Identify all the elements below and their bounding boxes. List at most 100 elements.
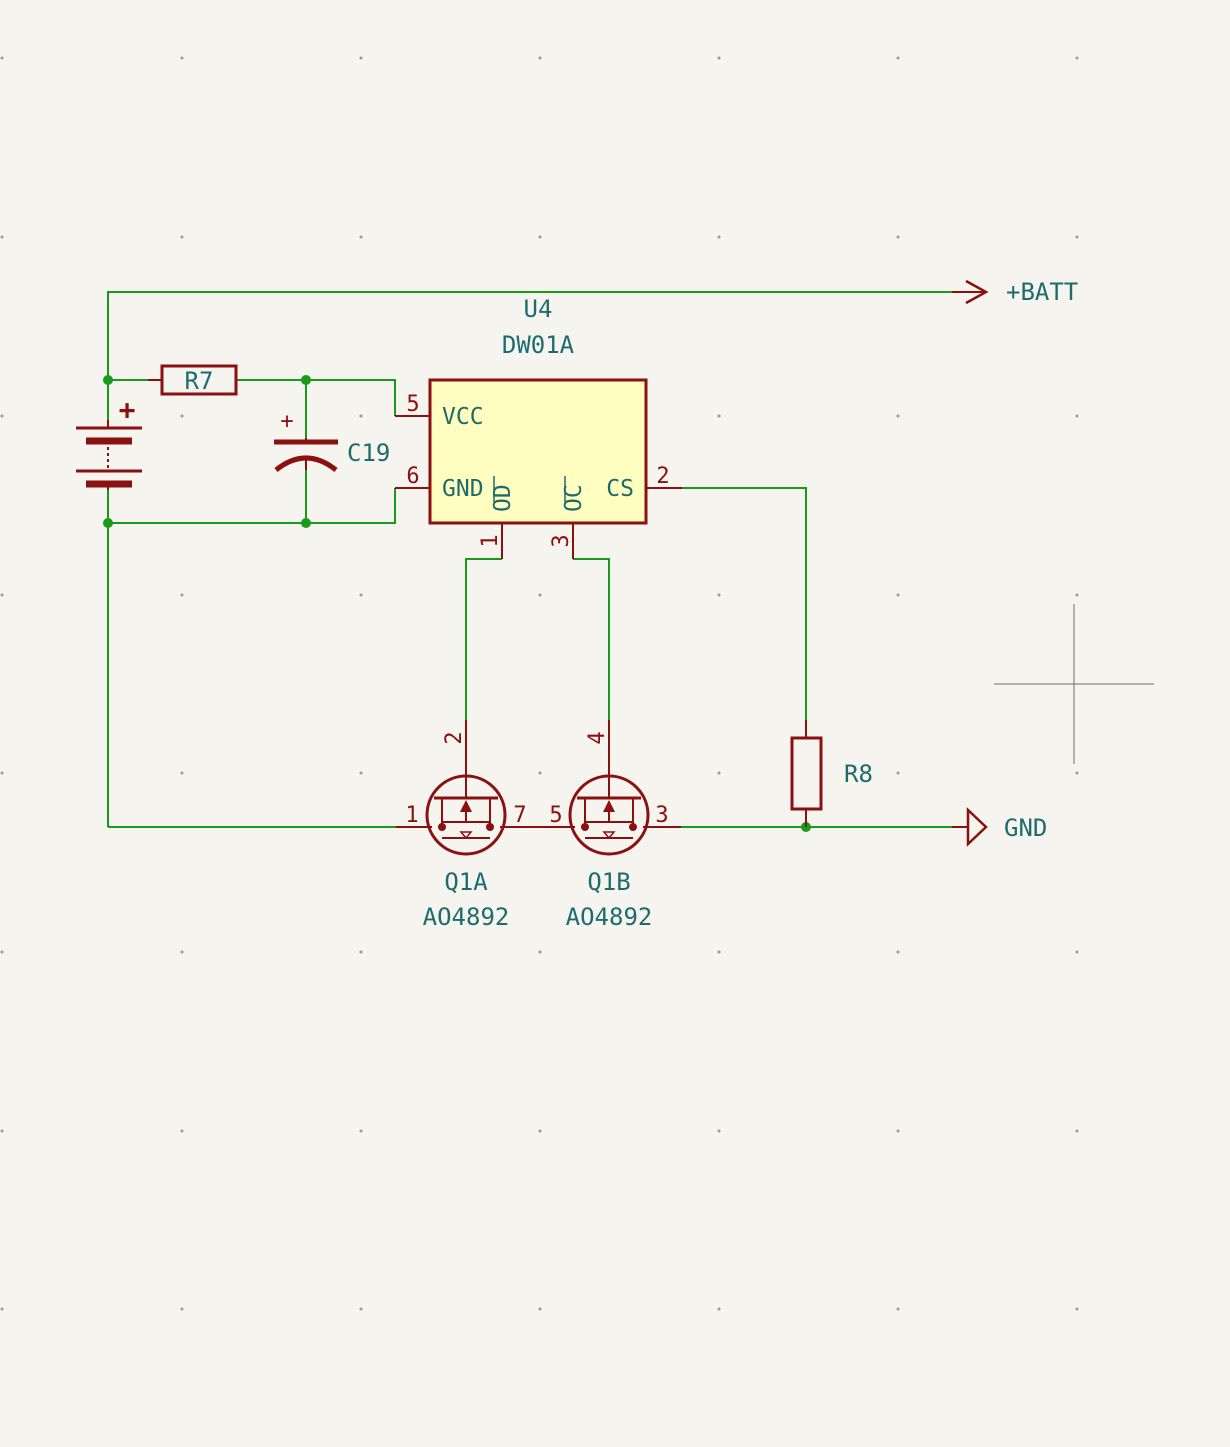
- grid-dot: [180, 235, 184, 239]
- u4-pin-5-number: 5: [406, 392, 419, 417]
- wire-oc-gate[interactable]: [573, 558, 610, 720]
- u4-pin-cs-name: CS: [606, 476, 634, 502]
- wire-r7-vcc[interactable]: [236, 379, 396, 416]
- grid-dot: [359, 950, 363, 954]
- grid-dot: [896, 1129, 900, 1133]
- mosfet-q1b[interactable]: 4 5 3 Q1B AO4892: [538, 720, 681, 931]
- u4-pin-6-number: 6: [406, 464, 419, 489]
- grid-dot: [359, 235, 363, 239]
- grid-dot: [0, 950, 4, 954]
- grid-dot: [0, 1129, 4, 1133]
- grid-dot: [0, 1307, 4, 1311]
- power-port-batt[interactable]: +BATT: [952, 278, 1078, 306]
- grid-dot: [717, 950, 721, 954]
- grid-dot: [538, 56, 542, 60]
- q1b-ref: Q1B: [587, 868, 630, 896]
- grid-dot: [0, 56, 4, 60]
- grid-dot: [359, 1129, 363, 1133]
- grid-dot: [896, 771, 900, 775]
- grid-dot: [359, 414, 363, 418]
- q1b-value: AO4892: [566, 903, 653, 931]
- resistor-r7[interactable]: R7: [148, 364, 238, 396]
- u4-ref: U4: [524, 295, 553, 323]
- grid-dot: [896, 56, 900, 60]
- battery-symbol[interactable]: +: [76, 393, 142, 490]
- grid-dots: [0, 56, 1079, 1311]
- wire-gnd-rail[interactable]: [108, 488, 396, 524]
- grid-dot: [0, 235, 4, 239]
- grid-dot: [180, 1129, 184, 1133]
- grid-dot: [359, 1307, 363, 1311]
- grid-dot: [180, 771, 184, 775]
- grid-dot: [717, 1129, 721, 1133]
- q1b-pin-left-number: 5: [549, 803, 562, 828]
- grid-dot: [0, 593, 4, 597]
- grid-dot: [717, 414, 721, 418]
- capacitor-c19[interactable]: + C19: [274, 409, 390, 472]
- q1a-value: AO4892: [423, 903, 510, 931]
- q1a-ref: Q1A: [444, 868, 488, 896]
- grid-dot: [896, 950, 900, 954]
- grid-dot: [538, 235, 542, 239]
- grid-dot: [359, 593, 363, 597]
- r7-label: R7: [185, 367, 214, 395]
- grid-dot: [359, 771, 363, 775]
- grid-dot: [1075, 235, 1079, 239]
- q1a-pin-left-number: 1: [405, 803, 418, 828]
- u4-pin-3-number: 3: [549, 534, 574, 547]
- q1b-pin-gate-number: 4: [585, 731, 610, 744]
- grid-dot: [717, 1307, 721, 1311]
- u4-value: DW01A: [502, 331, 575, 359]
- grid-dot: [180, 414, 184, 418]
- grid-dot: [538, 1129, 542, 1133]
- c19-plus-sign: +: [280, 409, 293, 434]
- u4-body[interactable]: [428, 378, 648, 525]
- ic-u4[interactable]: U4 DW01A 5 6 2 1 3 VCC GND CS OD OC: [395, 295, 682, 559]
- grid-dot: [538, 593, 542, 597]
- u4-pin-vcc-name: VCC: [442, 404, 484, 430]
- power-port-gnd[interactable]: GND: [952, 807, 1047, 847]
- grid-dot: [0, 771, 4, 775]
- q1b-pin-right-number: 3: [655, 803, 668, 828]
- grid-dot: [538, 950, 542, 954]
- grid-dot: [538, 771, 542, 775]
- crosshair-cursor: [994, 604, 1154, 764]
- grid-dot: [1075, 56, 1079, 60]
- grid-dot: [896, 593, 900, 597]
- battery-plus-sign: +: [119, 393, 136, 426]
- grid-dot: [1075, 950, 1079, 954]
- q1a-pin-right-number: 7: [513, 803, 526, 828]
- grid-dot: [180, 1307, 184, 1311]
- grid-dot: [180, 950, 184, 954]
- wire-od-gate[interactable]: [465, 558, 502, 720]
- mosfet-q1a[interactable]: 2 1 7 Q1A AO4892: [396, 720, 538, 931]
- grid-dot: [896, 414, 900, 418]
- u4-pin-1-number: 1: [478, 534, 503, 547]
- q1a-pin-gate-number: 2: [442, 731, 467, 744]
- grid-dot: [896, 235, 900, 239]
- grid-dot: [1075, 414, 1079, 418]
- wires[interactable]: [107, 291, 952, 828]
- grid-dot: [1075, 771, 1079, 775]
- grid-dot: [717, 56, 721, 60]
- grid-dot: [717, 771, 721, 775]
- gnd-port-icon: [966, 807, 988, 847]
- wire-cs-r8[interactable]: [682, 487, 807, 720]
- grid-dot: [1075, 1129, 1079, 1133]
- resistor-r8[interactable]: R8: [790, 720, 873, 827]
- grid-dot: [1075, 593, 1079, 597]
- grid-dot: [717, 235, 721, 239]
- u4-pin-gnd-name: GND: [442, 476, 484, 502]
- grid-dot: [717, 593, 721, 597]
- junctions: [103, 375, 811, 832]
- gnd-port-label: GND: [1004, 814, 1047, 842]
- u4-pin-2-number: 2: [656, 464, 669, 489]
- wire-batt-rail[interactable]: [107, 291, 952, 380]
- grid-dot: [1075, 1307, 1079, 1311]
- batt-port-label: +BATT: [1006, 278, 1078, 306]
- grid-dot: [180, 593, 184, 597]
- grid-dot: [359, 56, 363, 60]
- grid-dot: [896, 1307, 900, 1311]
